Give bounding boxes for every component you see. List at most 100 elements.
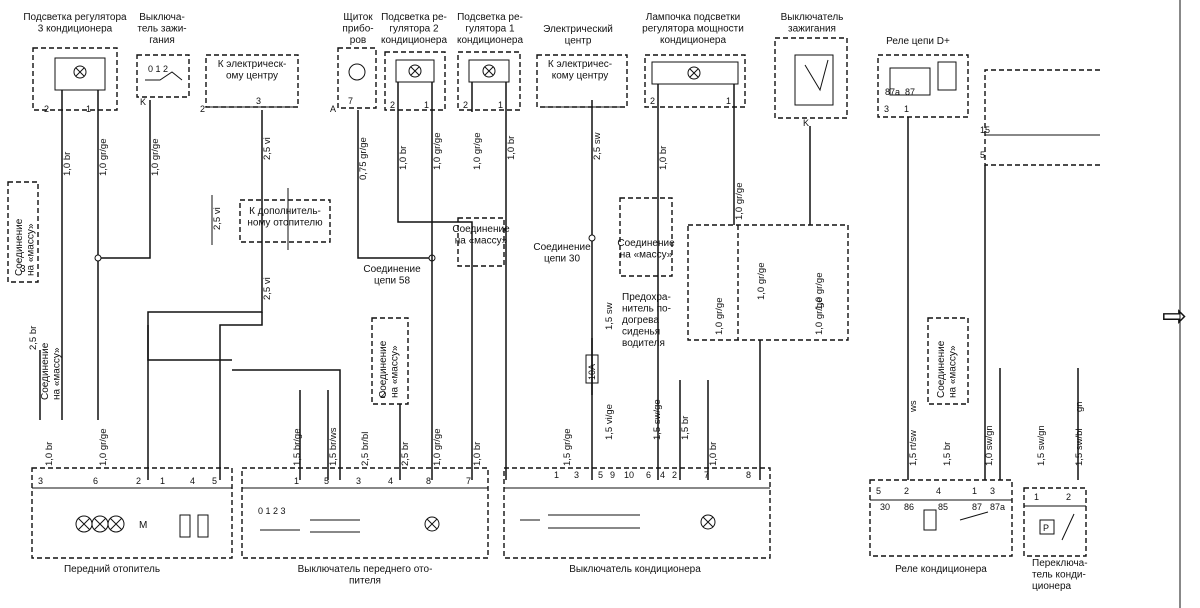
right-partial-box: 15 5 [980,0,1181,608]
wire-bot-br4: 1,5 br [680,416,691,440]
ac-sw-pin-5: 5 [598,470,603,480]
wire-ign1-grge: 1,0 gr/ge [150,139,161,177]
heater-pin-5: 5 [212,476,217,486]
center1-pin-2: 2 [200,104,205,114]
power-pin-2: 2 [650,96,655,106]
heater-sw-pin-7: 7 [466,476,471,486]
heater-sw-pin-1: 1 [294,476,299,486]
ac-relay-pin-3: 3 [990,486,995,496]
wire-bot-br1: 1,0 br [44,442,55,466]
lamp3-pin-1: 1 [86,104,91,114]
lamp1-pin-2: 2 [463,100,468,110]
heater-sw-pin-4: 4 [388,476,393,486]
heater-sw-positions: 0 1 2 3 [258,506,286,516]
ac-relay-inner-86: 86 [904,502,914,512]
wire-bot-grge1: 1,0 gr/ge [98,429,109,467]
electric-center-1-label: К электрическ-ому центру [218,59,287,82]
power-lamp-box: 2 1 [644,54,746,112]
ground-center-label: Соединениена «массу» [378,340,401,398]
wire-center2-sw: 2,5 sw [592,132,603,160]
wire-loop-grge2: 1,0 gr/ge [714,298,725,336]
relayd-pin-1: 1 [904,104,909,114]
loop-box [687,224,849,341]
ac-sw-pin-10: 10 [624,470,634,480]
wire-lamp1-br: 1,0 br [506,136,517,160]
wire-loop-grge: 1,0 gr/ge [756,263,767,301]
electric-center-2-box: К электричес-кому центру [536,54,628,108]
wire-bot-swbl: 1,5 sw/bl [1074,429,1085,467]
ac-switch-2: P 1 2 Переключа-тель конди-ционера [1023,487,1088,592]
electric-center-2-label: К электричес-кому центру [548,59,612,82]
ac-sw-pin-1: 1 [554,470,559,480]
ac-sw-pin-2: 2 [672,470,677,480]
lamp2-box: 2 1 [384,51,446,112]
center1-pin-3: 3 [256,96,261,106]
relayd-pin-3: 3 [884,104,889,114]
wire-bot-grge3: 1,5 gr/ge [562,429,573,467]
heater-sw-pin-3: 3 [356,476,361,486]
lamp1-box: 2 1 [457,51,521,112]
front-heater: M 3 6 2 1 4 5 Передний отопитель [31,467,233,575]
wire-bot-swgn: 1,0 sw/gn [984,425,995,466]
right-pin-15: 15 [980,125,990,135]
wire-lamp1-grge: 1,0 gr/ge [472,133,483,171]
relayd-pin-87a: 87a [885,87,900,97]
ignition-switch-2-box: K [774,37,848,128]
ign1-marker-k: K [140,97,146,107]
wire-fuse-sw: 1,5 sw [604,302,615,330]
ac-relay-pin-1: 1 [972,486,977,496]
wire-center1-vi: 2,5 vi [262,137,273,160]
ac-relay: 5 2 4 1 3 30 86 85 87 87a Реле кондицион… [869,479,1013,575]
wire-bot-grge2: 1,0 gr/ge [432,429,443,467]
ground-vertical-label: Соединениена «массу» [40,342,63,400]
ac-relay-pin-4: 4 [936,486,941,496]
ac-switch-label: Выключатель кондиционера [569,564,701,575]
wire-bot-ws: ws [908,400,919,413]
wire-aux-vi2: 2,5 vi [262,277,273,300]
ignition-switch-1-box: 0 1 2 K [136,54,190,107]
wire-lamp2-grge: 1,0 gr/ge [432,133,443,171]
ground-relay-box: Соединениена «массу» [927,317,969,405]
lamp3-pin-2: 2 [44,104,49,114]
wire-bot-br6: 1,5 br [942,442,953,466]
cluster-box: A 7 [330,47,377,114]
relay-d-title: Реле цепи D+ [886,36,950,47]
ac-relay-inner-30: 30 [880,502,890,512]
ignition-switch-1-title: Выключа-тель зажи-гания [137,12,186,46]
cluster-marker-a: A [330,104,336,114]
ac-sw-pin-4: 4 [660,470,665,480]
wire-aux-vi: 2,5 vi [212,207,223,230]
wire-bot-brge: 1,5 br/ge [292,429,303,467]
wire-bot-br2: 2,5 br [400,442,411,466]
wire-bot-rtsw: 1,5 rt/sw [908,430,919,466]
heater-pin-1: 1 [160,476,165,486]
heater-pin-6: 6 [93,476,98,486]
ac-relay-pin-2: 2 [904,486,909,496]
ground-center-num: 2 [380,390,386,401]
ground-relay-label: Соединениена «массу» [936,340,959,398]
front-heater-switch-label: Выключатель переднего ото-пителя [298,564,433,587]
cluster-pin-7: 7 [348,96,353,106]
ign2-marker-k: K [803,118,809,128]
ac-sw-pin-7: 7 [704,470,709,480]
lamp1-pin-1: 1 [498,100,503,110]
aux-heater-box: К дополнитель-ному отопителю [211,188,331,250]
aux-heater-label: К дополнитель-ному отопителю [247,206,323,229]
ac-sw-pin-6: 6 [646,470,651,480]
ac-relay-label: Реле кондиционера [895,564,987,575]
ac-sw-pin-3: 3 [574,470,579,480]
wire-cluster-grge: 0,75 gr/ge [358,137,369,180]
ac-relay-inner-87: 87 [972,502,982,512]
ground-left-label: Соединениена «массу» [14,218,37,276]
